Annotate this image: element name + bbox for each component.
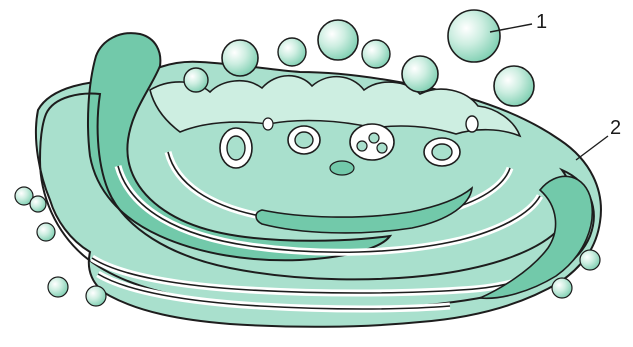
label-2: 2 (610, 117, 621, 139)
label-1: 1 (536, 11, 547, 33)
leader-line-2 (576, 136, 608, 160)
